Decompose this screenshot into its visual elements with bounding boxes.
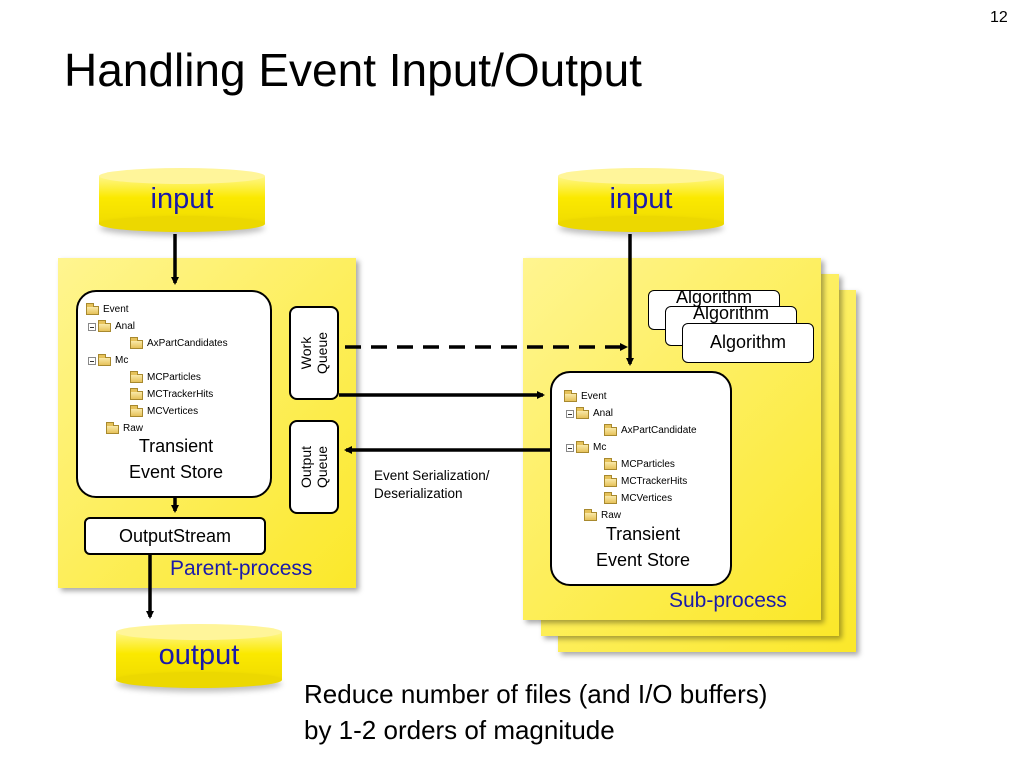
tree-node-raw: Raw <box>601 510 622 521</box>
slide-title: Handling Event Input/Output <box>64 44 642 96</box>
collapse-icon <box>88 323 96 332</box>
tree-node-axpartcandidate: AxPartCandidate <box>621 425 697 436</box>
tree-node-anal: Anal <box>115 321 136 332</box>
collapse-icon <box>566 410 574 419</box>
folder-icon <box>604 491 617 504</box>
tree-node-mcvertices: MCVertices <box>621 493 673 504</box>
folder-icon <box>86 302 99 315</box>
folder-icon <box>604 474 617 487</box>
folder-icon <box>130 370 143 383</box>
sub-process-label: Sub-process <box>669 589 787 612</box>
work-queue: Work Queue <box>289 306 339 400</box>
tree-node-event: Event <box>103 304 129 315</box>
output-label: output <box>158 639 240 671</box>
folder-icon <box>98 319 111 332</box>
serialization-label: Event Serialization/ Deserialization <box>374 468 490 501</box>
parent-input-cylinder: input <box>99 168 265 232</box>
sub-store-label: Transient Event Store <box>595 524 691 570</box>
tree-node-mc: Mc <box>593 442 607 453</box>
folder-icon <box>604 423 617 436</box>
sub-input-label: input <box>609 183 673 215</box>
folder-icon <box>130 336 143 349</box>
folder-icon <box>564 389 577 402</box>
output-stream-box: OutputStream <box>84 517 266 555</box>
folder-icon <box>98 353 111 366</box>
folder-icon <box>130 387 143 400</box>
output-queue: Output Queue <box>289 420 339 514</box>
algorithm-box: Algorithm <box>682 323 814 363</box>
tree-node-mcvertices: MCVertices <box>147 406 199 417</box>
parent-event-store: Event Anal AxPartCandidates Mc MCParticl… <box>76 290 272 498</box>
parent-process-label: Parent-process <box>170 557 313 580</box>
folder-icon <box>584 508 597 521</box>
tree-node-anal: Anal <box>593 408 614 419</box>
folder-icon <box>604 457 617 470</box>
parent-store-label: Transient Event Store <box>128 436 224 482</box>
tree-node-mcparticles: MCParticles <box>621 459 675 470</box>
folder-icon <box>576 406 589 419</box>
tree-node-mctrackerhits: MCTrackerHits <box>147 389 214 400</box>
parent-input-label: input <box>150 183 214 215</box>
sub-event-store: Event Anal AxPartCandidate Mc MCParticle… <box>550 371 732 586</box>
tree-node-raw: Raw <box>123 423 144 434</box>
tree-node-axpartcandidates: AxPartCandidates <box>147 338 228 349</box>
tree-node-event: Event <box>581 391 607 402</box>
folder-icon <box>106 421 119 434</box>
output-cylinder: output <box>116 624 282 688</box>
page-number: 12 <box>990 9 1008 26</box>
sub-input-cylinder: input <box>558 168 724 232</box>
folder-icon <box>130 404 143 417</box>
bottom-note: Reduce number of files (and I/O buffers)… <box>304 679 768 745</box>
tree-node-mc: Mc <box>115 355 129 366</box>
tree-node-mctrackerhits: MCTrackerHits <box>621 476 688 487</box>
tree-node-mcparticles: MCParticles <box>147 372 201 383</box>
collapse-icon <box>88 357 96 366</box>
collapse-icon <box>566 444 574 453</box>
folder-icon <box>576 440 589 453</box>
